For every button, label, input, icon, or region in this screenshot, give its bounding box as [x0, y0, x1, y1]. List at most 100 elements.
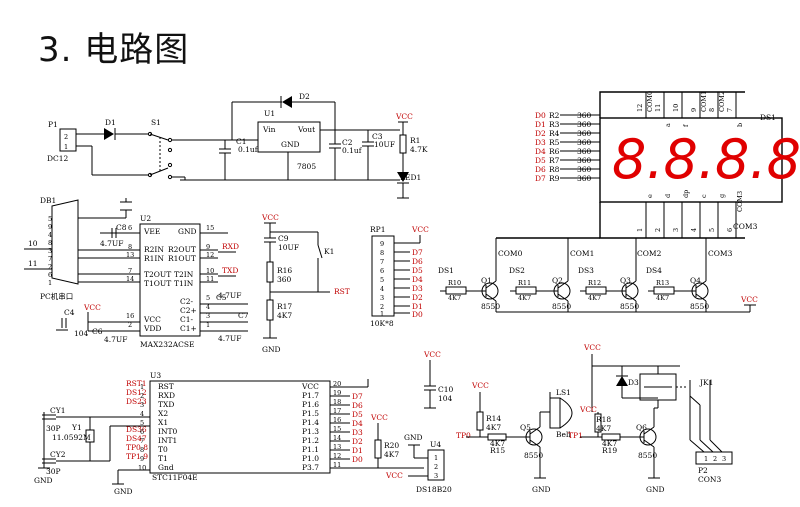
db-pin-1: 1 — [48, 279, 52, 287]
mcu-pin-p15: P1.5 — [302, 409, 319, 418]
ls1-ref: LS1 — [556, 388, 571, 397]
buzzer-vcc: VCC — [471, 381, 489, 390]
reset-gnd: GND — [262, 345, 281, 354]
r12-ref: R12 — [588, 279, 601, 287]
rp1-net-d7: D7 — [412, 248, 423, 257]
q5-ref: Q5 — [520, 423, 531, 432]
mcu-pin-p11: P1.1 — [302, 445, 319, 454]
rp1-ref: RP1 — [370, 225, 385, 234]
mcu-net-d2: D2 — [352, 437, 363, 446]
rp1-resistor-network — [371, 235, 395, 317]
mcu-pin-p13: P1.3 — [302, 427, 319, 436]
u2-pin-5: 5 — [206, 294, 210, 302]
u2-pin-1: 1 — [206, 321, 210, 329]
top-pin-12: 12 — [636, 104, 644, 112]
u2-pin-16: 16 — [126, 312, 134, 320]
u2-vdd: VDD — [143, 324, 161, 333]
s1-switch-icon — [147, 131, 173, 180]
mcu-pin-int0: INT0 — [158, 427, 178, 436]
mcu-num-7: 7 — [140, 437, 144, 445]
c8-value: 4.7UF — [100, 239, 123, 248]
bottom-pin-5: 5 — [708, 228, 716, 232]
seg-net-d0: D0 — [535, 111, 546, 120]
q5-part: 8550 — [524, 451, 543, 460]
p2-part: CON3 — [698, 475, 721, 484]
r13-resistor — [653, 286, 675, 295]
mcu-num-8: 8 — [140, 446, 144, 454]
p1-label: DC12 — [47, 154, 69, 163]
cy2-ref: CY2 — [50, 450, 66, 459]
c10-ref: C10 — [438, 385, 454, 394]
db-pin-4: 4 — [48, 231, 52, 239]
r17-value: 4K7 — [277, 311, 292, 320]
r20-ref: R20 — [384, 441, 399, 450]
u2-gnd: GND — [178, 227, 197, 236]
seg-net-d7: D7 — [535, 174, 546, 183]
mcu-net-d5: D5 — [352, 410, 363, 419]
u2-ref: U2 — [140, 214, 151, 223]
u2-pin-15: 15 — [206, 224, 214, 232]
u2-t2out: T2OUT — [144, 270, 171, 279]
mcu-num-14: 14 — [333, 434, 341, 442]
p1-pin2: 2 — [64, 133, 68, 141]
top-name-com2: COM2 — [718, 91, 726, 112]
r19-value: 4K7 — [602, 439, 617, 448]
relay-vcc: VCC — [583, 343, 601, 352]
cy1-value: 30P — [46, 424, 61, 433]
mcu-pin-p37: P3.7 — [302, 463, 319, 472]
mcu-gnd-label: GND — [114, 487, 133, 496]
bottom-pin-3: 3 — [672, 228, 680, 232]
top-name-com1: COM1 — [700, 91, 708, 112]
mcu-pin-rst: RST — [158, 382, 174, 391]
net-11: 11 — [28, 259, 38, 268]
q4-ref: Q4 — [690, 276, 701, 285]
display-section: DS1 8.8.8.8 12 11 10 9 8 7 COM0 a f COM1… — [438, 91, 800, 313]
p2-connector — [695, 451, 733, 465]
u3-part: STC11F04E — [152, 473, 198, 482]
mcu-num-19: 19 — [333, 389, 341, 397]
u2-pin-3: 3 — [206, 312, 210, 320]
top-pin-11: 11 — [654, 104, 662, 112]
r11-ref: R11 — [518, 279, 531, 287]
mcu-num-12: 12 — [333, 452, 341, 460]
c2-value: 0.1uf — [342, 146, 363, 155]
p1-pin1: 1 — [64, 143, 68, 151]
rst-label: RST — [334, 287, 350, 296]
k1-switch-icon — [317, 244, 323, 259]
u2-vcc-label: VCC — [83, 303, 101, 312]
bottom-pin-2: 2 — [654, 228, 662, 232]
mcu-pin-int1: INT1 — [158, 436, 177, 445]
mcu-pin-txd: TXD — [158, 400, 174, 409]
bottom-name-d: d — [664, 194, 672, 198]
u2-r1out: R1OUT — [168, 254, 196, 263]
seg-net-d5: D5 — [535, 156, 546, 165]
db-pin-2: 2 — [48, 263, 52, 271]
r18-value: 4K7 — [596, 424, 611, 433]
rp1-pin-1: 1 — [380, 310, 384, 318]
rp1-section: RP1 VCC 9 8 7 6 5 4 3 2 1 D7 D6 D5 D4 D3… — [370, 225, 429, 328]
r15-value: 4K7 — [490, 439, 505, 448]
u2-pin-4: 4 — [206, 303, 210, 311]
u2-pin-6: 6 — [128, 224, 132, 232]
driver-ds1: DS1 — [438, 266, 454, 275]
u2-t2in: T2IN — [174, 270, 194, 279]
top-pin-9: 9 — [690, 108, 698, 112]
c3-ref: C3 — [372, 132, 383, 141]
u2-c2plus: C2+ — [180, 306, 197, 315]
mcu-num-10: 10 — [138, 464, 146, 472]
reset-vcc: VCC — [261, 213, 279, 222]
com3-pin-label: COM3 — [733, 222, 758, 231]
u1-regulator — [257, 121, 321, 153]
c9-ref: C9 — [278, 234, 289, 243]
db1-ref: DB1 — [40, 196, 56, 205]
r20-resistor — [374, 439, 382, 459]
u4-ref: U4 — [430, 440, 441, 449]
u2-pin-12: 12 — [206, 251, 214, 259]
r13-value: 4K7 — [656, 294, 669, 302]
db-pin-3: 3 — [48, 247, 52, 255]
c4-value: 104 — [74, 329, 89, 338]
cy2-value: 30P — [46, 467, 61, 476]
u2-r2in: R2IN — [144, 245, 164, 254]
vcc-label: VCC — [395, 112, 413, 121]
